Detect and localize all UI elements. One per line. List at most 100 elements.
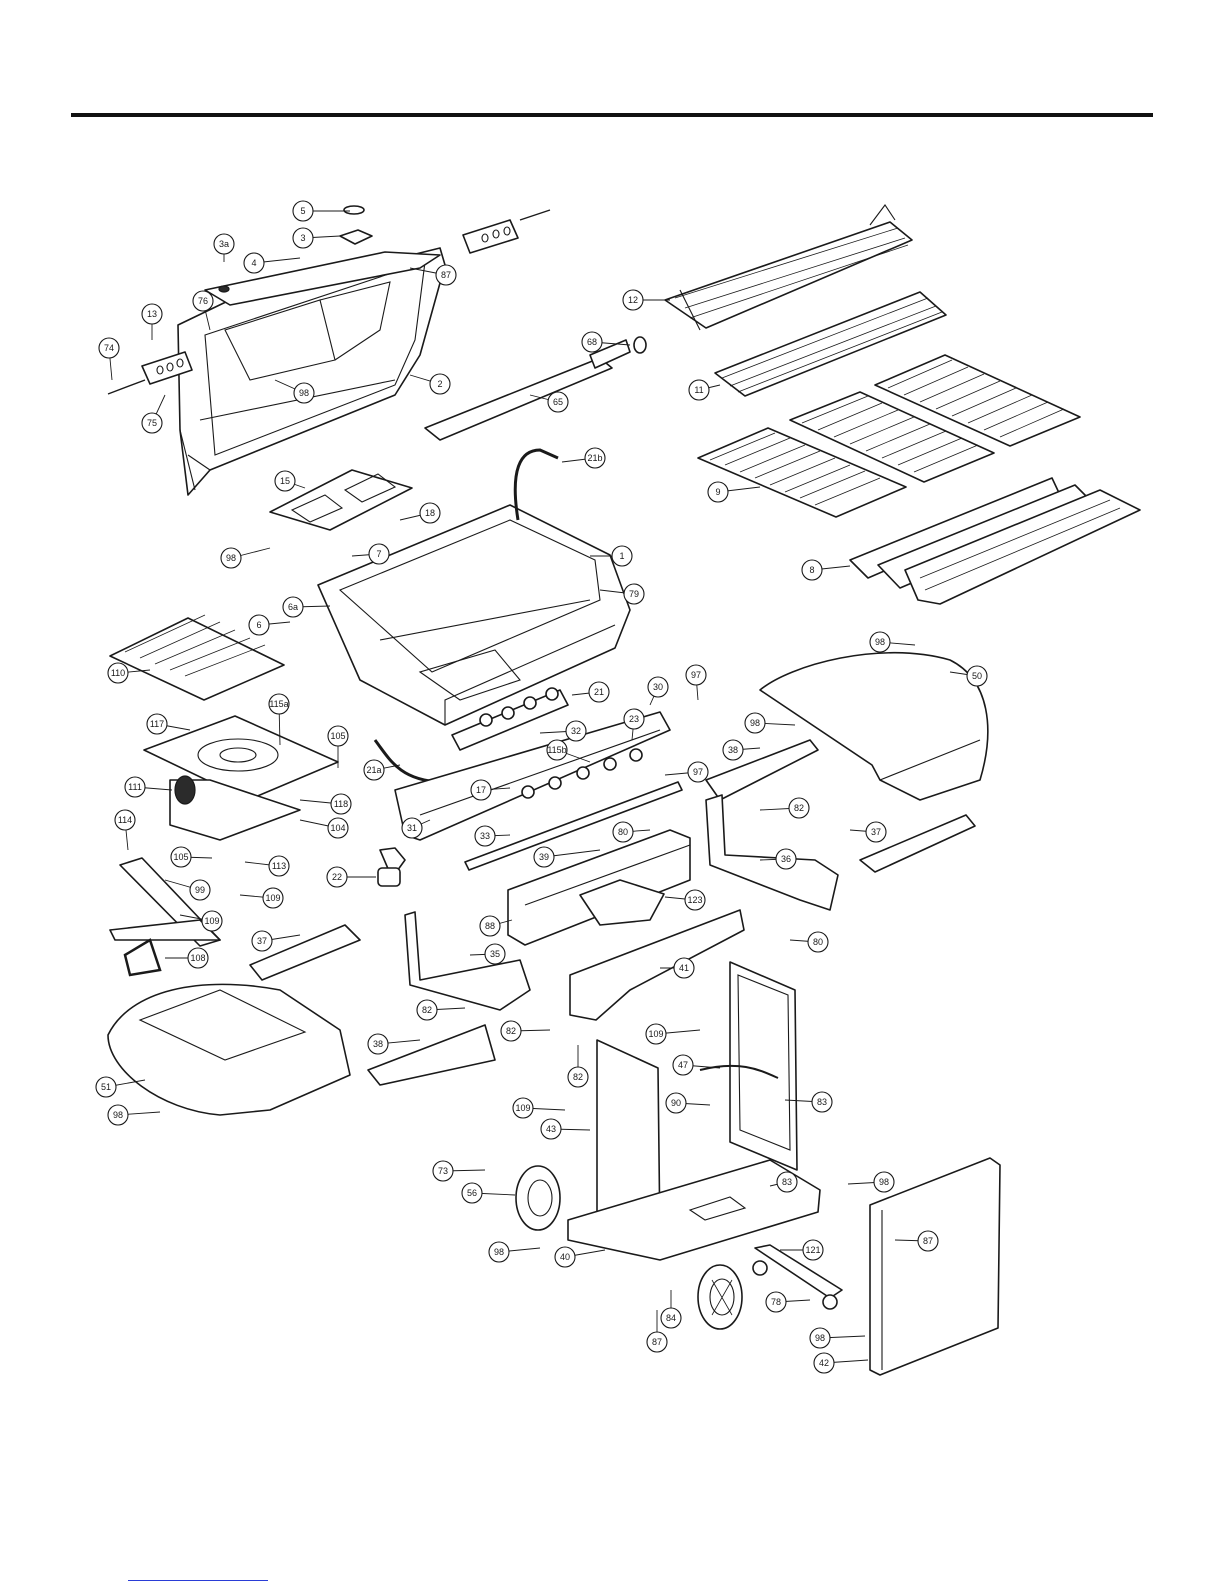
callout-number: 3 [300, 233, 305, 243]
callout-number: 115a [269, 699, 288, 709]
callout-number: 97 [693, 767, 703, 777]
callout-number: 114 [118, 815, 132, 825]
callout-number: 39 [539, 852, 549, 862]
lid-handle-right [463, 220, 518, 253]
callout-number: 68 [587, 337, 597, 347]
part-callout-47: 47 [673, 1055, 693, 1075]
callout-number: 98 [875, 637, 885, 647]
callout-number: 35 [490, 949, 500, 959]
cookbox [318, 505, 630, 725]
part-callout-17: 17 [471, 780, 491, 800]
part-callout-1: 1 [612, 546, 632, 566]
part-callout-37: 37 [252, 931, 272, 951]
part-callout-73: 73 [433, 1161, 453, 1181]
callout-number: 109 [648, 1029, 663, 1039]
part-callout-68: 68 [582, 332, 602, 352]
callout-number: 84 [666, 1313, 676, 1323]
part-callout-76: 76 [193, 291, 213, 311]
callout-number: 105 [330, 731, 345, 741]
callout-number: 6 [256, 620, 261, 630]
callout-number: 82 [422, 1005, 432, 1015]
callout-number: 17 [476, 785, 486, 795]
part-callout-90: 90 [666, 1093, 686, 1113]
part-callout-65: 65 [548, 392, 568, 412]
part-callout-108: 108 [188, 948, 208, 968]
callout-number: 4 [251, 258, 256, 268]
part-callout-22: 22 [327, 867, 347, 887]
callout-number: 76 [198, 296, 208, 306]
callout-number: 74 [104, 343, 114, 353]
part-callout-74: 74 [99, 338, 119, 358]
part-callout-109: 109 [202, 911, 222, 931]
callout-number: 109 [515, 1103, 530, 1113]
part-callout-82: 82 [417, 1000, 437, 1020]
part-callout-9: 9 [708, 482, 728, 502]
part-callout-32: 32 [566, 721, 586, 741]
cart-frame [568, 910, 820, 1260]
part-callout-118: 118 [331, 794, 351, 814]
part-callout-18: 18 [420, 503, 440, 523]
part-callout-98: 98 [745, 713, 765, 733]
footer-link-underline[interactable] [128, 1580, 268, 1581]
part-callout-82: 82 [568, 1067, 588, 1087]
part-callout-111: 111 [125, 777, 145, 797]
part-callout-98: 98 [870, 632, 890, 652]
part-callout-12: 12 [623, 290, 643, 310]
part-callout-98: 98 [108, 1105, 128, 1125]
callout-number: 1 [619, 551, 624, 561]
callout-number: 6a [288, 602, 298, 612]
part-callout-11: 11 [689, 380, 709, 400]
callout-number: 97 [691, 670, 701, 680]
part-callout-56: 56 [462, 1183, 482, 1203]
callout-number: 82 [794, 803, 804, 813]
callout-number: 98 [494, 1247, 504, 1257]
part-callout-3a: 3a [214, 234, 234, 254]
part-callout-6: 6 [249, 615, 269, 635]
callout-number: 82 [573, 1072, 583, 1082]
callout-number: 82 [506, 1026, 516, 1036]
part-callout-7: 7 [369, 544, 389, 564]
part-callout-40: 40 [555, 1247, 575, 1267]
callout-number: 40 [560, 1252, 570, 1262]
thermometer-bezel [340, 230, 372, 244]
side-burner-table [144, 716, 338, 840]
callout-number: 21a [366, 765, 381, 775]
callout-number: 50 [972, 671, 982, 681]
callout-number: 18 [425, 508, 435, 518]
callout-number: 37 [257, 936, 267, 946]
part-callout-98: 98 [810, 1328, 830, 1348]
part-callout-6a: 6a [283, 597, 303, 617]
part-callout-105: 105 [171, 847, 191, 867]
part-callout-83: 83 [812, 1092, 832, 1112]
callout-number: 98 [113, 1110, 123, 1120]
part-callout-121: 121 [803, 1240, 823, 1260]
part-callout-87: 87 [647, 1332, 667, 1352]
callout-number: 98 [879, 1177, 889, 1187]
part-callout-75: 75 [142, 413, 162, 433]
part-callout-82: 82 [789, 798, 809, 818]
callout-number: 37 [871, 827, 881, 837]
part-callout-4: 4 [244, 253, 264, 273]
part-callout-21a: 21a [364, 760, 384, 780]
callout-number: 80 [813, 937, 823, 947]
part-callout-109: 109 [513, 1098, 533, 1118]
thermometer [344, 206, 364, 214]
callout-number: 21b [587, 453, 602, 463]
callout-number: 9 [715, 487, 720, 497]
part-callout-117: 117 [147, 714, 167, 734]
callout-number: 80 [618, 827, 628, 837]
part-callout-36: 36 [776, 849, 796, 869]
part-callout-83: 83 [777, 1172, 797, 1192]
part-callout-79: 79 [624, 584, 644, 604]
callout-number: 98 [226, 553, 236, 563]
callout-number: 51 [101, 1082, 111, 1092]
callout-number: 33 [480, 831, 490, 841]
part-callout-98: 98 [874, 1172, 894, 1192]
callout-number: 42 [819, 1358, 829, 1368]
callout-number: 113 [272, 861, 286, 871]
callout-number: 123 [687, 895, 702, 905]
part-callout-123: 123 [685, 890, 705, 910]
part-callout-41: 41 [674, 958, 694, 978]
callout-number: 110 [111, 668, 125, 678]
